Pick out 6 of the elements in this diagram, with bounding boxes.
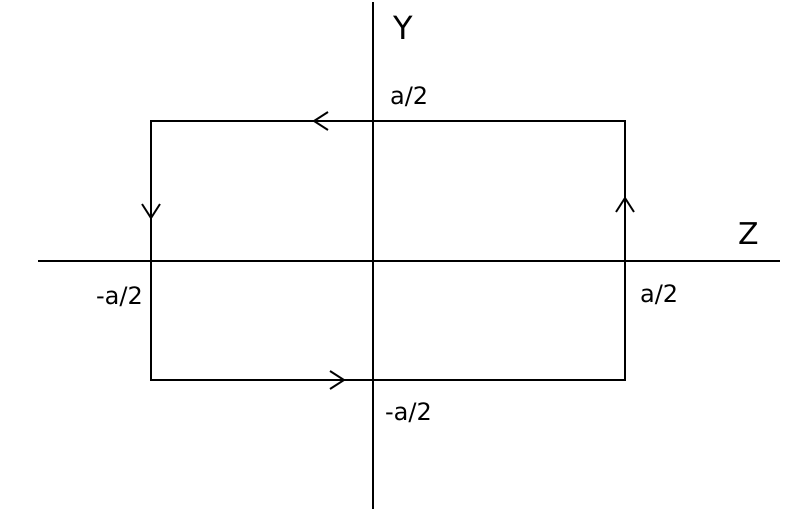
axis-label: Y — [393, 12, 413, 44]
coordinate-label: -a/2 — [96, 284, 143, 308]
coordinate-label: -a/2 — [385, 400, 432, 424]
coordinate-label: a/2 — [640, 282, 678, 306]
coordinate-label: a/2 — [390, 84, 428, 108]
axis-label: Z — [738, 220, 759, 250]
